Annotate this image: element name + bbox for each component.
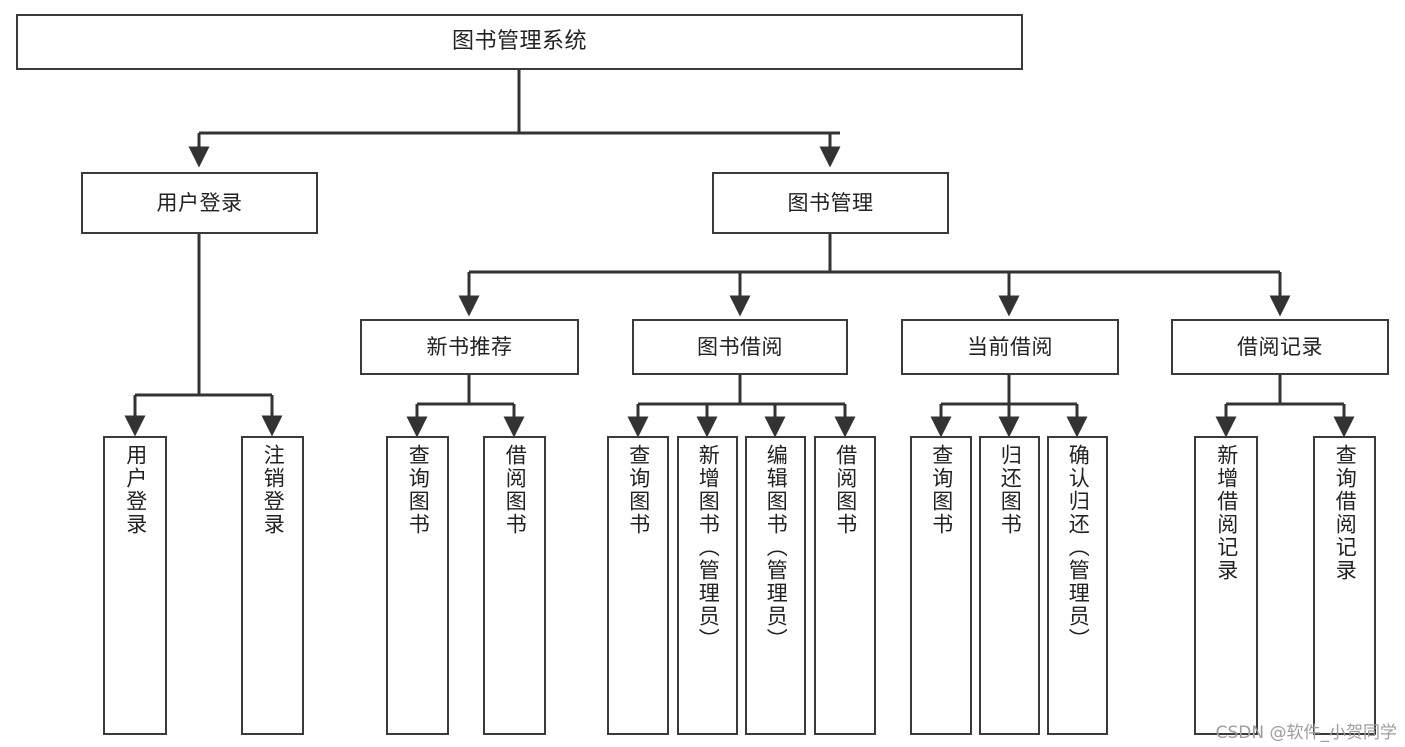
leaf-query-book-2-label: 查询图书: [626, 444, 651, 536]
leaf-borrow-book-2-label: 借阅图书: [833, 444, 858, 536]
leaf-confirm-return-label: 确认归还（管理员）: [1066, 444, 1091, 651]
node-borrow-record[interactable]: 借阅记录: [1171, 319, 1389, 375]
node-current-borrow[interactable]: 当前借阅: [901, 319, 1119, 375]
leaf-add-record[interactable]: 新增借阅记录: [1194, 436, 1258, 735]
leaf-query-book-3-label: 查询图书: [929, 444, 954, 536]
leaf-query-book-3[interactable]: 查询图书: [910, 436, 972, 735]
node-book-manage[interactable]: 图书管理: [712, 172, 949, 234]
leaf-return-book[interactable]: 归还图书: [979, 436, 1040, 735]
leaf-query-book-2[interactable]: 查询图书: [607, 436, 669, 735]
node-root-label: 图书管理系统: [451, 29, 587, 55]
leaf-logout-label: 注销登录: [261, 444, 286, 536]
node-book-borrow[interactable]: 图书借阅: [632, 319, 848, 375]
node-borrow-record-label: 借阅记录: [1237, 334, 1323, 359]
leaf-query-book-1-label: 查询图书: [406, 444, 431, 536]
node-book-manage-label: 图书管理: [787, 190, 874, 215]
node-current-borrow-label: 当前借阅: [967, 334, 1053, 359]
leaf-add-book[interactable]: 新增图书（管理员）: [677, 436, 738, 735]
node-user-login[interactable]: 用户登录: [81, 172, 318, 234]
watermark-text: CSDN @软件_小贺同学: [1215, 723, 1397, 743]
leaf-user-login[interactable]: 用户登录: [103, 436, 167, 735]
leaf-user-login-label: 用户登录: [123, 444, 148, 536]
node-new-book-rec-label: 新书推荐: [426, 334, 513, 359]
leaf-query-book-1[interactable]: 查询图书: [386, 436, 449, 735]
leaf-add-book-label: 新增图书（管理员）: [696, 444, 721, 651]
leaf-edit-book-label: 编辑图书（管理员）: [764, 444, 789, 651]
node-book-borrow-label: 图书借阅: [697, 334, 783, 359]
node-user-login-label: 用户登录: [156, 190, 243, 215]
leaf-borrow-book-2[interactable]: 借阅图书: [814, 436, 876, 735]
leaf-borrow-book-1-label: 借阅图书: [503, 444, 528, 536]
leaf-edit-book[interactable]: 编辑图书（管理员）: [745, 436, 806, 735]
leaf-return-book-label: 归还图书: [998, 444, 1023, 536]
leaf-add-record-label: 新增借阅记录: [1214, 444, 1239, 582]
leaf-confirm-return[interactable]: 确认归还（管理员）: [1047, 436, 1108, 735]
leaf-query-record[interactable]: 查询借阅记录: [1313, 436, 1376, 735]
leaf-logout[interactable]: 注销登录: [241, 436, 304, 735]
node-new-book-rec[interactable]: 新书推荐: [360, 319, 579, 375]
leaf-query-record-label: 查询借阅记录: [1333, 444, 1358, 582]
leaf-borrow-book-1[interactable]: 借阅图书: [483, 436, 546, 735]
node-root[interactable]: 图书管理系统: [16, 14, 1023, 70]
